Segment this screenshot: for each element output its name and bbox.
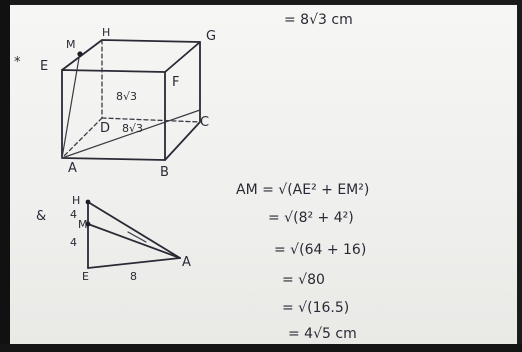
cube-label-a: A — [68, 161, 77, 176]
left-shadow — [0, 0, 10, 352]
triangle-side-left: 4 — [70, 236, 77, 249]
triangle-point-m — [85, 221, 91, 227]
cube-label-g: G — [206, 29, 216, 44]
cube-figure: * E M H G F C D A B 8√3 8√3 — [14, 26, 216, 180]
triangle-point-h — [85, 199, 91, 205]
cube-top-face — [61, 39, 201, 73]
cube-label-c: C — [200, 115, 209, 130]
top-result: = 8√3 cm — [284, 12, 353, 28]
working-line-3: = √(64 + 16) — [274, 242, 366, 258]
working-steps: AM = √(AE² + EM²) = √(8² + 4²) = √(64 + … — [236, 182, 369, 342]
triangle-label-h: H — [72, 194, 80, 207]
cube-diagonal-ma — [61, 51, 81, 159]
bottom-shadow — [0, 344, 522, 352]
triangle-side-base: 8 — [130, 270, 137, 283]
working-line-1: AM = √(AE² + EM²) — [236, 182, 369, 198]
triangle-tick — [127, 231, 147, 243]
triangle-bullet: & — [36, 209, 46, 224]
hidden-edge-da — [61, 117, 103, 159]
working-line-2: = √(8² + 4²) — [268, 210, 354, 226]
cube-label-f: F — [172, 75, 179, 90]
triangle-label-m: M — [78, 218, 88, 231]
cube-star-mark: * — [14, 55, 21, 70]
working-line-6: = 4√5 cm — [288, 326, 357, 342]
triangle-figure: & H 4 M 4 E 8 A — [36, 194, 191, 283]
triangle-side-ea — [87, 257, 181, 269]
triangle-label-a: A — [182, 255, 191, 270]
cube-label-m: M — [66, 38, 76, 51]
triangle-side-upper: 4 — [70, 208, 77, 221]
cube-label-b: B — [160, 165, 169, 180]
cube-face-diag-upper: 8√3 — [116, 90, 137, 103]
working-line-5: = √(16.5) — [282, 300, 349, 316]
cube-label-h: H — [102, 26, 110, 39]
cube-diagonal-af — [61, 109, 201, 159]
cube-face-diag-lower: 8√3 — [122, 122, 143, 135]
cube-label-d: D — [100, 121, 110, 136]
triangle-label-e: E — [82, 270, 89, 283]
hidden-edge-dc — [101, 117, 201, 123]
cube-right-face — [164, 41, 201, 161]
cube-front-face — [61, 69, 166, 161]
cube-label-e: E — [40, 59, 48, 74]
triangle-side-ma — [87, 223, 181, 259]
point-m-dot — [77, 51, 83, 57]
triangle-side-ha — [87, 201, 181, 259]
working-line-4: = √80 — [282, 272, 325, 288]
paper-sheet — [8, 4, 518, 346]
